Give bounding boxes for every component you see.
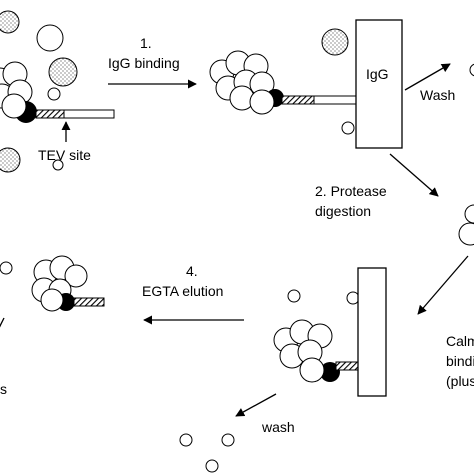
resin-column-icon: [355, 19, 403, 149]
contaminant-particle-icon: [0, 147, 21, 173]
affinity-tag-icon: [281, 95, 315, 105]
partial-left-label: s: [0, 381, 7, 397]
contaminant-particle-icon: [287, 289, 301, 303]
step-4: 4. EGTA elution: [142, 263, 244, 325]
contaminant-particle-icon: [47, 87, 61, 101]
step1-number: 1.: [140, 35, 152, 51]
lysate-panel: TEV site: [0, 10, 115, 173]
calmodulin-bound-panel: [273, 267, 387, 397]
contaminant-particle-icon: [341, 121, 355, 135]
arrow-icon: [389, 153, 439, 197]
contaminant-particle-icon: [346, 291, 360, 305]
contaminant-particle-icon: [321, 28, 349, 56]
partial-arrow: [0, 317, 5, 328]
step-2: 2. Protease digestion: [315, 153, 439, 219]
protein-complex-icon: [209, 50, 284, 115]
contaminant-particle-icon: [221, 433, 235, 447]
affinity-tag-icon: [335, 361, 359, 371]
wash-lower-label: wash: [261, 419, 295, 435]
contaminant-particle-icon: [469, 63, 474, 77]
calmodulin-label-line2: bindi: [446, 353, 474, 369]
arrow-icon: [404, 63, 451, 91]
affinity-tag-icon: [35, 109, 65, 119]
protein-a-tag: [313, 95, 357, 105]
step-1: 1. IgG binding: [108, 35, 197, 89]
wash-upper: Wash: [404, 63, 474, 103]
protein-complex-icon: [0, 61, 37, 123]
step-3: Calmo bindi (plus: [417, 255, 474, 389]
protein-complex-icon: [31, 255, 88, 312]
eluted-complex-panel: s: [0, 255, 105, 397]
wash-lower: wash: [179, 393, 295, 473]
released-complex-partial: [458, 204, 474, 246]
step4-number: 4.: [186, 263, 198, 279]
arrow-icon: [417, 255, 469, 315]
bait-protein: [320, 362, 340, 382]
contaminant-particle-icon: [0, 10, 20, 34]
affinity-tag-icon: [73, 297, 105, 307]
igg-bound-panel: IgG: [209, 19, 403, 149]
arrow-icon: [235, 393, 277, 417]
step4-label: EGTA elution: [142, 283, 223, 299]
resin-column-icon: [357, 267, 387, 397]
calmodulin-label-line1: Calmo: [446, 333, 474, 349]
contaminant-particle-icon: [179, 433, 193, 447]
contaminant-particle-icon: [0, 261, 13, 275]
step1-label: IgG binding: [108, 55, 180, 71]
step2-label-line1: 2. Protease: [315, 183, 387, 199]
calmodulin-label-line3: (plus: [446, 373, 474, 389]
protein-complex-icon: [273, 319, 340, 383]
igg-label: IgG: [366, 66, 389, 82]
contaminant-particle-icon: [52, 159, 64, 171]
step2-label-line2: digestion: [315, 203, 371, 219]
contaminant-particle-icon: [36, 24, 64, 52]
contaminant-particle-icon: [48, 57, 78, 87]
tev-site-label: TEV site: [38, 147, 91, 163]
wash-upper-label: Wash: [420, 87, 455, 103]
contaminant-particle-icon: [205, 459, 219, 473]
protein-a-tag: [63, 109, 115, 119]
